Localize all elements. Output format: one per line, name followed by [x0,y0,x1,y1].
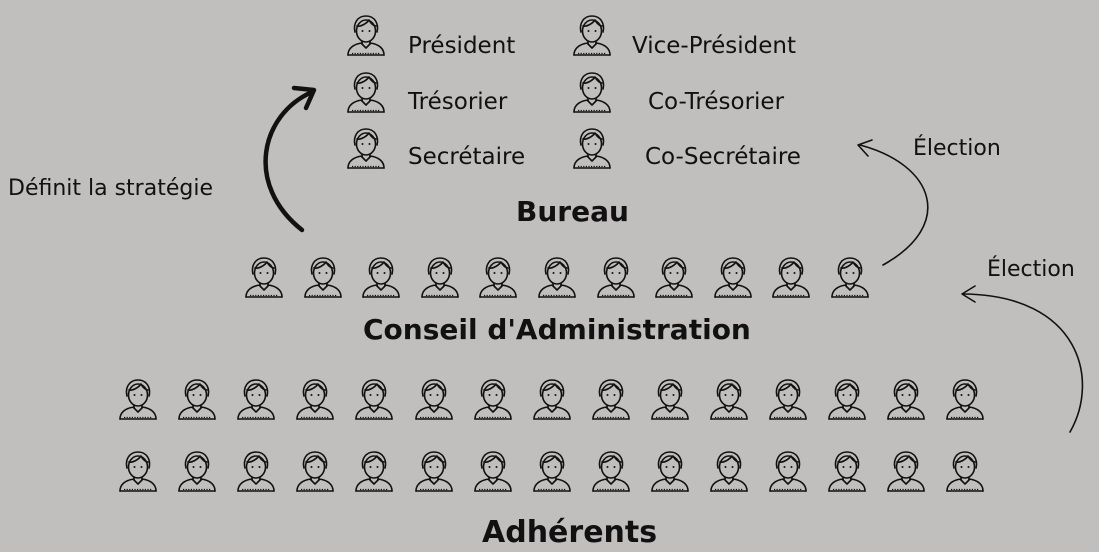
person-icon [344,69,388,113]
person-icon [828,254,872,298]
person-icon [352,448,396,492]
person-icon [412,376,456,420]
election-bureau-arrow [859,144,929,266]
strategy-arrow [263,89,315,233]
person-icon [530,448,574,492]
person-icon [234,376,278,420]
person-icon [293,376,337,420]
person-icon [344,125,388,169]
label-election-conseil: Élection [987,257,1075,282]
person-icon [943,376,987,420]
bureau-title: Bureau [516,195,629,228]
person-icon [594,254,638,298]
person-icon [570,12,614,56]
person-icon [471,448,515,492]
person-icon [589,376,633,420]
person-icon [766,376,810,420]
person-icon [884,376,928,420]
person-icon [418,254,462,298]
person-icon [570,125,614,169]
role-co-secretaire: Co-Secrétaire [645,144,801,170]
person-icon [116,376,160,420]
person-icon [293,448,337,492]
person-icon [242,254,286,298]
person-icon [825,448,869,492]
adherents-title: Adhérents [482,515,658,550]
person-icon [530,376,574,420]
person-icon [652,254,696,298]
person-icon [471,376,515,420]
strategy-arrowhead [291,85,317,111]
person-icon [412,448,456,492]
person-icon [359,254,403,298]
person-icon [116,448,160,492]
person-icon [884,448,928,492]
person-icon [535,254,579,298]
person-icon [766,448,810,492]
label-definit-strategie: Définit la stratégie [8,176,213,201]
role-secretaire: Secrétaire [408,144,526,170]
person-icon [825,376,869,420]
role-vice-president: Vice-Président [632,33,796,59]
person-icon [943,448,987,492]
role-co-tresorier: Co-Trésorier [648,89,785,115]
role-president: Président [408,33,516,59]
label-election-bureau: Élection [913,136,1001,161]
person-icon [711,254,755,298]
person-icon [707,376,751,420]
person-icon [648,376,692,420]
person-icon [589,448,633,492]
election-conseil-arrowhead [961,285,976,303]
person-icon [234,448,278,492]
conseil-title: Conseil d'Administration [363,313,751,346]
person-icon [648,448,692,492]
role-tresorier: Trésorier [408,89,508,115]
person-icon [476,254,520,298]
person-icon [707,448,751,492]
person-icon [175,448,219,492]
person-icon [344,12,388,56]
person-icon [175,376,219,420]
election-bureau-arrowhead [857,139,873,157]
person-icon [570,69,614,113]
person-icon [769,254,813,298]
person-icon [301,254,345,298]
person-icon [352,376,396,420]
